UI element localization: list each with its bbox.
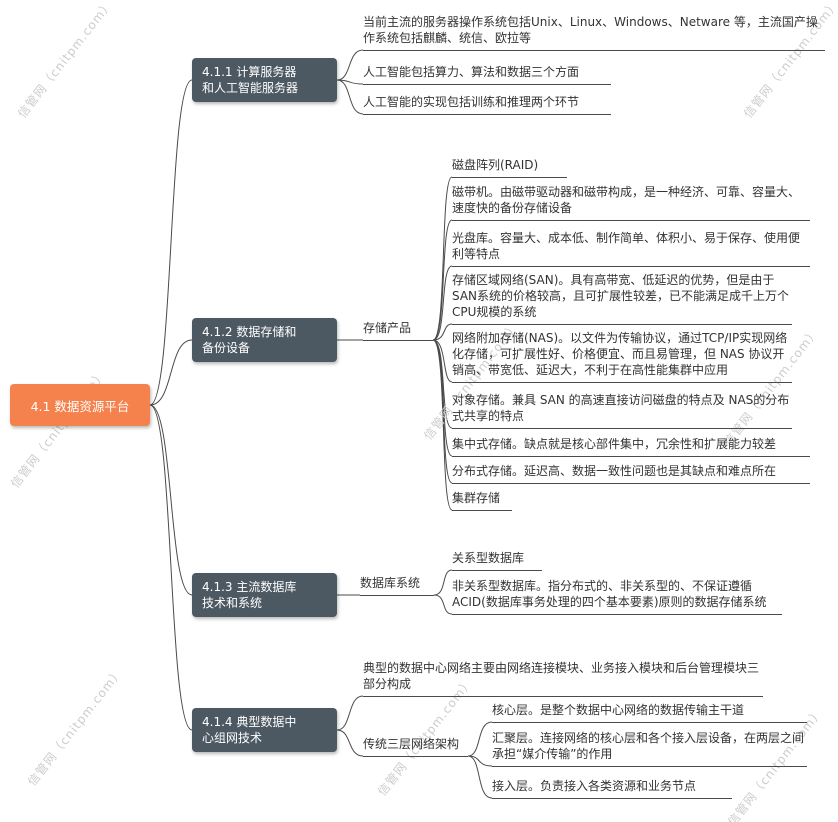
watermark: 信管网（cnitpm.com） bbox=[24, 664, 126, 789]
connector-path bbox=[336, 49, 364, 81]
connector-path bbox=[432, 219, 453, 341]
leaf-tape-drive[interactable]: 磁带机。由磁带驱动器和磁带构成，是一种经济、可靠、容量大、速度快的备份存储设备 bbox=[452, 184, 810, 221]
connector-path bbox=[433, 569, 453, 596]
leaf-aggregation-layer[interactable]: 汇聚层。连接网络的核心层和各个接入层设备，在两层之间承担“媒介传输”的作用 bbox=[492, 730, 807, 767]
connector-path bbox=[432, 339, 453, 484]
leaf-cluster-storage[interactable]: 集群存储 bbox=[452, 490, 512, 511]
connector-path bbox=[467, 755, 493, 767]
topic-4-1-1-label: 4.1.1 计算服务器 和人工智能服务器 bbox=[202, 65, 299, 95]
topic-4-1-1[interactable]: 4.1.1 计算服务器 和人工智能服务器 bbox=[192, 58, 337, 102]
leaf-centralized-storage[interactable]: 集中式存储。缺点就是核心部件集中，冗余性和扩展能力较差 bbox=[452, 436, 810, 457]
connector-path bbox=[149, 404, 193, 596]
topic-4-1-4[interactable]: 4.1.4 典型数据中 心组网技术 bbox=[192, 708, 337, 752]
root-topic-label: 4.1 数据资源平台 bbox=[30, 398, 130, 414]
leaf-core-layer[interactable]: 核心层。是整个数据中心网络的数据传输主干道 bbox=[492, 702, 807, 723]
topic-4-1-3[interactable]: 4.1.3 主流数据库 技术和系统 bbox=[192, 573, 337, 617]
topic-4-1-4-label: 4.1.4 典型数据中 心组网技术 bbox=[202, 715, 297, 745]
connector-path bbox=[432, 265, 453, 341]
leaf-raid[interactable]: 磁盘阵列(RAID) bbox=[452, 157, 567, 178]
leaf-object-storage[interactable]: 对象存储。兼具 SAN 的高速直接访问磁盘的特点及 NAS的分布式共享的特点 bbox=[452, 392, 792, 429]
connector-path bbox=[432, 176, 453, 341]
topic-4-1-3-label: 4.1.3 主流数据库 技术和系统 bbox=[202, 580, 297, 610]
leaf-distributed-storage[interactable]: 分布式存储。延迟高、数据一致性问题也是其缺点和难点所在 bbox=[452, 463, 810, 484]
leaf-non-relational-db[interactable]: 非关系型数据库。指分布式的、非关系型的、不保证遵循ACID(数据库事务处理的四个… bbox=[452, 578, 782, 615]
leaf-relational-db[interactable]: 关系型数据库 bbox=[452, 550, 542, 571]
connector-path bbox=[336, 695, 364, 731]
leaf-server-os[interactable]: 当前主流的服务器操作系统包括Unix、Linux、Windows、Netware… bbox=[363, 14, 825, 51]
connector-path bbox=[432, 339, 453, 429]
connector-path bbox=[336, 79, 364, 85]
group-three-tier-architecture[interactable]: 传统三层网络架构 bbox=[363, 736, 468, 757]
leaf-san[interactable]: 存储区域网络(SAN)。具有高带宽、低延迟的优势，但是由于SAN系统的价格较高，… bbox=[452, 272, 792, 325]
topic-4-1-2[interactable]: 4.1.2 数据存储和 备份设备 bbox=[192, 318, 337, 362]
connector-path bbox=[336, 729, 364, 757]
group-storage-products[interactable]: 存储产品 bbox=[363, 320, 433, 341]
leaf-optical-library[interactable]: 光盘库。容量大、成本低、制作简单、体积小、易于保存、使用便利等特点 bbox=[452, 230, 810, 267]
connector-path bbox=[432, 323, 453, 341]
root-topic[interactable]: 4.1 数据资源平台 bbox=[10, 384, 150, 426]
connector-path bbox=[149, 339, 193, 406]
leaf-access-layer[interactable]: 接入层。负责接入各类资源和业务节点 bbox=[492, 778, 732, 799]
connector-path bbox=[149, 404, 193, 731]
connector-path bbox=[336, 79, 364, 115]
connector-path bbox=[467, 721, 493, 757]
connector-path bbox=[432, 339, 453, 383]
leaf-nas[interactable]: 网络附加存储(NAS)。以文件为传输协议，通过TCP/IP实现网络化存储，可扩展… bbox=[452, 330, 792, 383]
leaf-ai-components[interactable]: 人工智能包括算力、算法和数据三个方面 bbox=[363, 64, 611, 85]
connector-path bbox=[432, 339, 453, 457]
connector-path bbox=[467, 755, 493, 799]
leaf-ai-implementation[interactable]: 人工智能的实现包括训练和推理两个环节 bbox=[363, 94, 611, 115]
topic-4-1-2-label: 4.1.2 数据存储和 备份设备 bbox=[202, 325, 297, 355]
watermark: 信管网（cnitpm.com） bbox=[14, 0, 116, 121]
connector-path bbox=[432, 339, 453, 511]
group-database-system[interactable]: 数据库系统 bbox=[360, 575, 434, 596]
connector-path bbox=[433, 594, 453, 615]
leaf-datacenter-network-intro[interactable]: 典型的数据中心网络主要由网络连接模块、业务接入模块和后台管理模块三部分构成 bbox=[363, 660, 763, 697]
connector-path bbox=[149, 79, 193, 406]
